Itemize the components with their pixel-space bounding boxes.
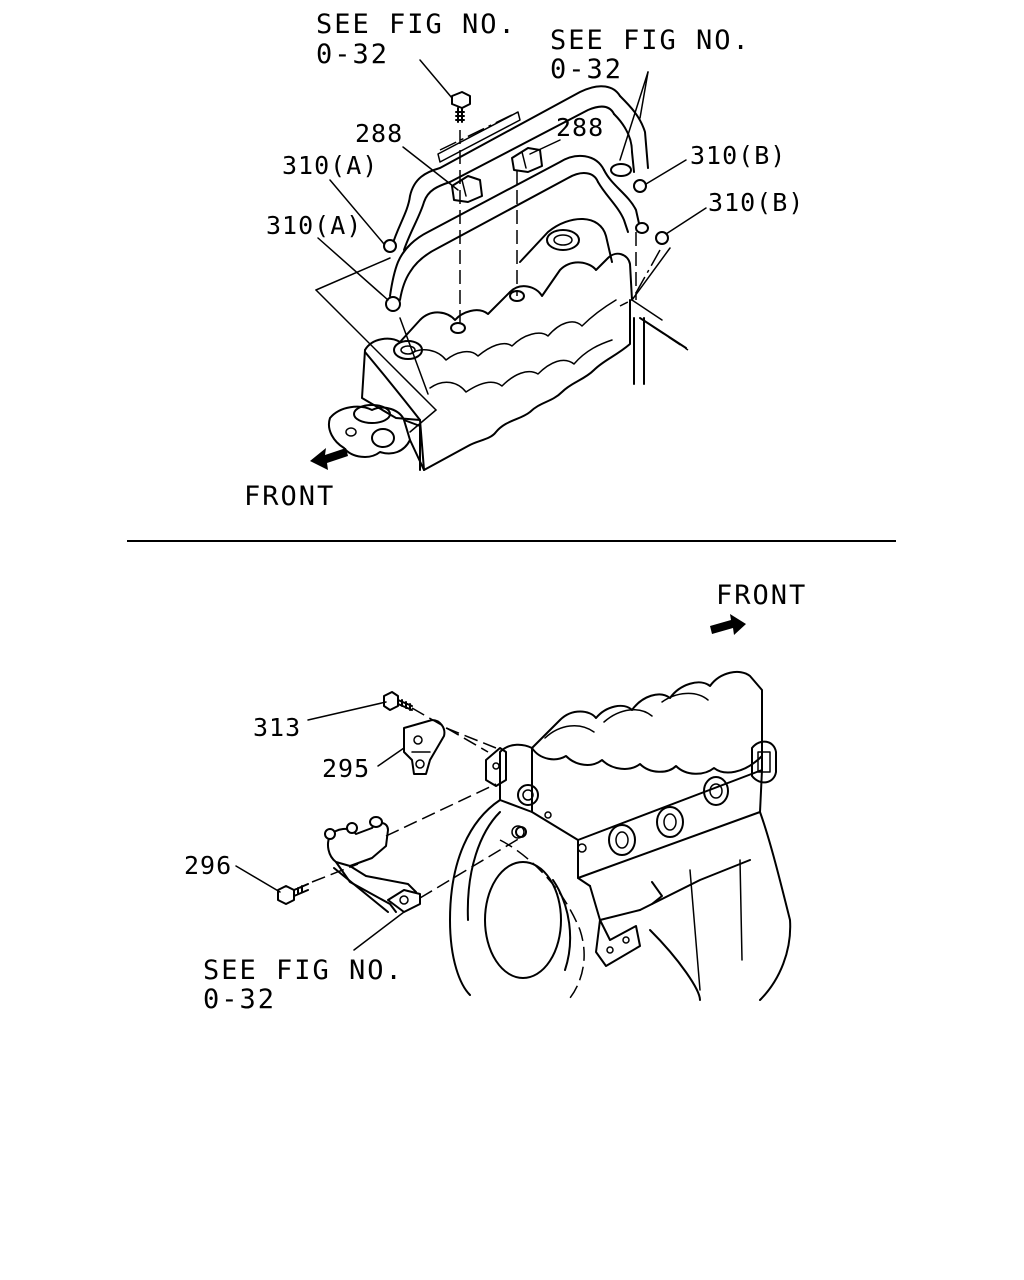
part-288-label-b: 288 xyxy=(556,113,604,142)
hose-clamps-310 xyxy=(383,179,669,312)
water-pipe-assembly xyxy=(324,816,421,913)
part-310a-label-1: 310(A) xyxy=(282,151,378,180)
bottom-front-label: FRONT xyxy=(716,580,807,611)
bracket-295 xyxy=(403,719,446,775)
part-310b-label-2: 310(B) xyxy=(708,188,804,217)
bolt-313 xyxy=(383,691,413,711)
bottom-callout-lines xyxy=(235,701,405,951)
bottom-leaders xyxy=(311,707,521,899)
top-see-fig-2-line1: SEE FIG NO. xyxy=(550,25,751,56)
part-295-label: 295 xyxy=(322,754,370,783)
top-bolt xyxy=(451,91,471,123)
bottom-see-fig-line1: SEE FIG NO. xyxy=(203,955,404,986)
bottom-front-arrow-icon xyxy=(710,614,746,635)
part-310a-label-2: 310(A) xyxy=(266,211,362,240)
part-296-label: 296 xyxy=(184,851,232,880)
top-see-fig-1-line1: SEE FIG NO. xyxy=(316,9,517,40)
bolt-296 xyxy=(277,883,309,905)
part-313-label: 313 xyxy=(253,713,301,742)
top-callout-lines xyxy=(317,59,707,301)
top-see-fig-2-line2: 0-32 xyxy=(550,54,623,85)
top-leaders xyxy=(315,111,689,433)
bottom-see-fig-line2: 0-32 xyxy=(203,984,276,1015)
top-pipe-right xyxy=(633,317,687,385)
top-engine-drawing xyxy=(328,218,633,471)
part-310b-label-1: 310(B) xyxy=(690,141,786,170)
clip-288 xyxy=(451,147,543,203)
part-288-label-a: 288 xyxy=(355,119,403,148)
top-front-label: FRONT xyxy=(244,481,335,512)
bottom-figure: FRONT 313 295 296 SEE FIG NO. 0-32 xyxy=(184,580,807,1015)
top-front-arrow-icon xyxy=(310,448,348,470)
bottom-engine-drawing xyxy=(449,670,792,1001)
top-see-fig-1-line2: 0-32 xyxy=(316,39,389,70)
top-figure: SEE FIG NO. 0-32 SEE FIG NO. 0-32 288 28… xyxy=(244,9,804,512)
top-hoses xyxy=(389,85,649,301)
